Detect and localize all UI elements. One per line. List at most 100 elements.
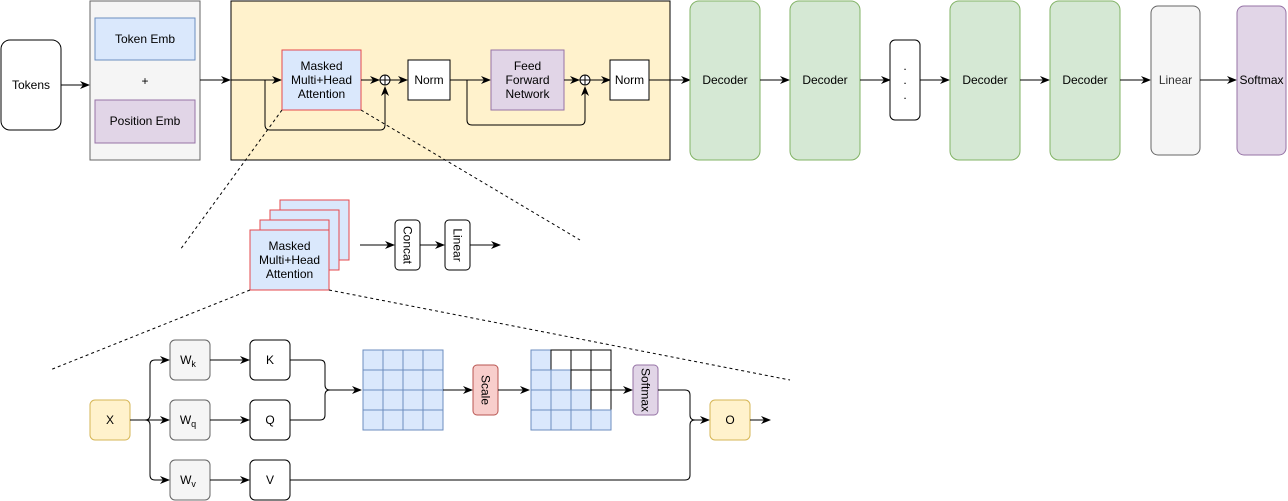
- arrow-v-o: [290, 419, 696, 481]
- arrow-k-matmul: [290, 359, 362, 394]
- plus-sign: +: [141, 74, 148, 88]
- matrix-cell: [402, 389, 424, 411]
- svg-text:Wv: Wv: [180, 473, 196, 489]
- k-node[interactable]: K: [249, 339, 291, 381]
- arrow-x-wv: [144, 419, 170, 484]
- zoom-guide-left-2: [49, 289, 251, 371]
- matrix-cell: [362, 409, 384, 431]
- score-matrix: [362, 349, 444, 431]
- matrix-cell: [382, 389, 404, 411]
- scale-node[interactable]: Scale: [472, 364, 499, 416]
- mh-attention-line2: Multi+Head: [259, 253, 320, 267]
- embedding-block[interactable]: Token Emb + Position Emb: [89, 0, 201, 161]
- mh-attention-line1: Masked: [268, 239, 310, 253]
- concat-node[interactable]: Concat: [394, 219, 421, 271]
- decoder-3[interactable]: Decoder: [949, 0, 1021, 161]
- matrix-cell: [362, 349, 384, 371]
- residual-connection-1: [264, 80, 389, 131]
- x-input-node[interactable]: X: [89, 399, 131, 441]
- ellipsis-node[interactable]: . . .: [889, 39, 921, 121]
- middle-linear-label: Linear: [451, 228, 465, 261]
- wv-node[interactable]: Wv: [169, 459, 211, 501]
- v-node[interactable]: V: [249, 459, 291, 501]
- matrix-cell: [402, 409, 424, 431]
- position-emb-box[interactable]: [94, 99, 196, 144]
- softmax-label: Softmax: [1239, 73, 1283, 87]
- k-label: K: [266, 353, 274, 367]
- norm2-label: Norm: [615, 73, 644, 87]
- bottom-softmax-node[interactable]: Softmax: [632, 364, 659, 416]
- mh-attention-line3: Attention: [266, 267, 313, 281]
- multi-head-stack[interactable]: Masked Multi+Head Attention: [249, 199, 350, 291]
- v-label: V: [266, 473, 274, 487]
- scale-label: Scale: [479, 375, 493, 405]
- ffn-label-line3: Network: [505, 87, 550, 101]
- o-output-node[interactable]: O: [709, 399, 751, 441]
- norm1-label: Norm: [414, 73, 443, 87]
- masked-cell: [590, 389, 612, 411]
- q-node[interactable]: Q: [249, 399, 291, 441]
- ffn-label-line2: Forward: [505, 73, 549, 87]
- masked-cell: [570, 369, 592, 391]
- decoder-1-label: Decoder: [702, 73, 747, 87]
- masked-cell: [590, 349, 612, 371]
- wv-label: W: [180, 473, 192, 487]
- matrix-cell: [402, 369, 424, 391]
- token-emb-box[interactable]: [94, 17, 196, 61]
- residual-connection-2: [466, 80, 589, 126]
- norm-box-1[interactable]: Norm: [407, 59, 451, 101]
- matrix-cell: [570, 389, 592, 411]
- masked-attention-box[interactable]: Masked Multi+Head Attention: [281, 49, 362, 111]
- add-icon-2: [579, 74, 591, 86]
- q-label: Q: [265, 413, 274, 427]
- attention-label-line1: Masked: [300, 59, 342, 73]
- wq-subscript: q: [191, 419, 196, 429]
- matrix-cell: [590, 409, 612, 431]
- wk-subscript: k: [191, 359, 196, 369]
- linear-label: Linear: [1159, 73, 1192, 87]
- masked-cell: [570, 349, 592, 371]
- decoder-4-label: Decoder: [1062, 73, 1107, 87]
- x-label: X: [106, 413, 114, 427]
- matrix-cell: [382, 349, 404, 371]
- masked-score-matrix: [530, 349, 612, 431]
- token-emb-label: Token Emb: [115, 32, 175, 46]
- arrow-softmax-o: [658, 389, 710, 424]
- svg-text:Wk: Wk: [180, 353, 196, 369]
- matrix-cell: [550, 389, 572, 411]
- tokens-node[interactable]: Tokens: [0, 39, 62, 131]
- zoom-guide-right: [360, 109, 581, 241]
- svg-text:Wq: Wq: [180, 413, 196, 429]
- decoder-4[interactable]: Decoder: [1049, 0, 1121, 161]
- decoder-2[interactable]: Decoder: [789, 0, 861, 161]
- matrix-cell: [382, 409, 404, 431]
- softmax-node[interactable]: Softmax: [1236, 5, 1287, 156]
- matrix-cell: [422, 409, 444, 431]
- linear-node[interactable]: Linear: [1150, 5, 1201, 156]
- concat-label: Concat: [401, 226, 415, 265]
- decoder-1[interactable]: Decoder: [689, 0, 761, 161]
- matrix-cell: [550, 369, 572, 391]
- middle-linear-node[interactable]: Linear: [444, 219, 471, 271]
- matrix-cell: [530, 369, 552, 391]
- wq-label: W: [180, 413, 192, 427]
- o-label: O: [725, 413, 734, 427]
- matrix-cell: [422, 369, 444, 391]
- attention-label-line2: Multi+Head: [291, 73, 352, 87]
- wk-label: W: [180, 353, 192, 367]
- feed-forward-box[interactable]: Feed Forward Network: [490, 49, 565, 111]
- ellipsis-dot: .: [903, 59, 906, 73]
- arrow-x-wk: [130, 356, 170, 421]
- tokens-label: Tokens: [12, 78, 50, 92]
- add-icon-1: [379, 74, 391, 86]
- matrix-cell: [570, 409, 592, 431]
- matrix-cell: [422, 389, 444, 411]
- norm-box-2[interactable]: Norm: [609, 59, 650, 101]
- matrix-cell: [362, 389, 384, 411]
- matrix-cell: [402, 349, 424, 371]
- zoom-guide-left: [179, 109, 283, 251]
- position-emb-label: Position Emb: [110, 114, 181, 128]
- wq-node[interactable]: Wq: [169, 399, 211, 441]
- matrix-cell: [382, 369, 404, 391]
- wk-node[interactable]: Wk: [169, 339, 211, 381]
